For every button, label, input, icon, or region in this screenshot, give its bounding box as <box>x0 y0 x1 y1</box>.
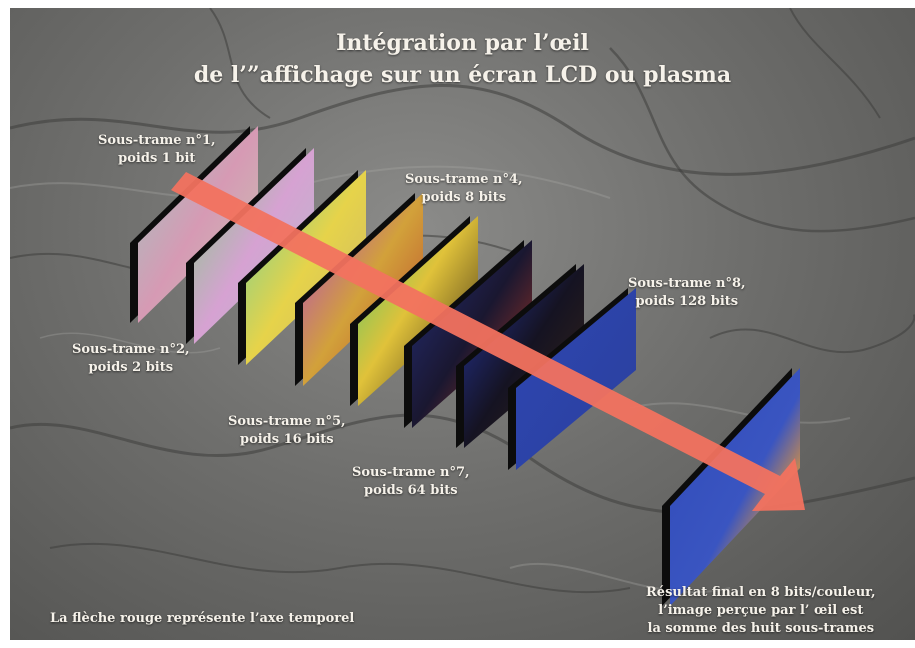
subframe-5-label: Sous-trame n°5,poids 16 bits <box>228 414 346 447</box>
title-line-1: Intégration par l’œil <box>336 30 589 56</box>
subframe-8-label: Sous-trame n°8,poids 128 bits <box>628 276 746 309</box>
subframe-1-panel <box>130 126 258 323</box>
subframe-2-label: Sous-trame n°2,poids 2 bits <box>72 342 190 375</box>
arrow-note: La flèche rouge représente l’axe tempore… <box>50 611 355 626</box>
subframes-stack <box>130 126 805 606</box>
result-label: Résultat final en 8 bits/couleur,l’image… <box>646 585 876 636</box>
subframe-4-panel <box>295 193 423 386</box>
result-panel <box>662 368 800 606</box>
subframe-1-label: Sous-trame n°1,poids 1 bit <box>98 133 216 166</box>
subframe-3-panel <box>238 170 366 365</box>
subframe-2-panel <box>186 148 314 344</box>
subframe-7-label: Sous-trame n°7,poids 64 bits <box>352 465 470 498</box>
diagram-canvas: Intégration par l’œil de l’”affichage su… <box>10 8 915 640</box>
subframe-4-label: Sous-trame n°4,poids 8 bits <box>405 172 523 205</box>
time-axis-arrow <box>171 172 805 511</box>
title-line-2: de l’”affichage sur un écran LCD ou plas… <box>193 62 732 88</box>
